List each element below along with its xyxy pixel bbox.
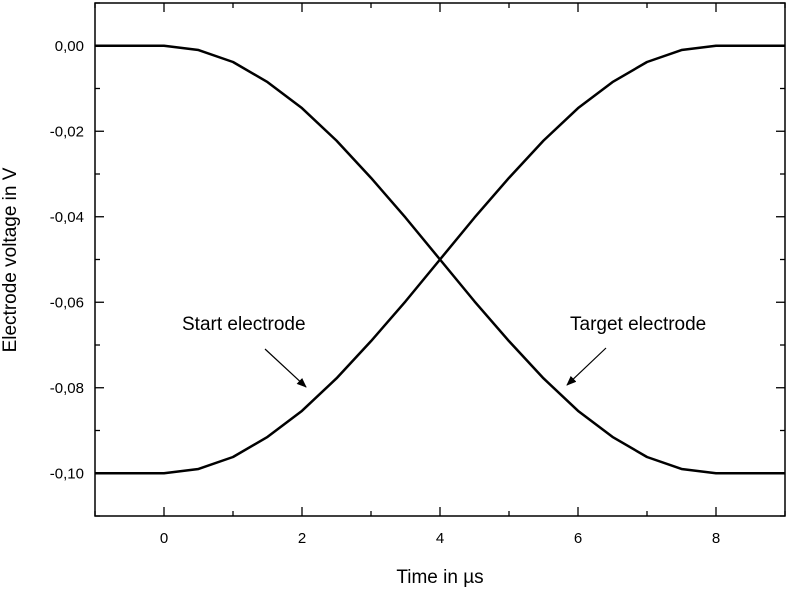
annotation-arrow-target [566,347,607,386]
x-tick-label: 6 [574,530,582,547]
x-axis-ticks: 0 2 4 6 8 [94,3,786,547]
series-layer [95,44,785,475]
y-axis-ticks: 0,00 -0,02 -0,04 -0,06 -0,08 -0,10 [50,2,785,517]
x-tick-label: 4 [436,530,444,547]
series-line-1 [95,44,785,475]
annotation-target-electrode: Target electrode [570,314,706,335]
y-tick-label: -0,08 [50,380,84,397]
y-tick-label: -0,02 [50,123,84,140]
annotation-arrow-start [264,348,307,388]
y-tick-label: -0,10 [50,465,84,482]
x-tick-label: 8 [712,530,720,547]
y-tick-label: 0,00 [55,38,84,55]
x-tick-label: 0 [160,530,168,547]
annotation-start-electrode: Start electrode [182,314,306,335]
x-tick-label: 2 [298,530,306,547]
x-axis-title: Time in µs [396,567,483,588]
y-axis-title: Electrode voltage in V [0,167,21,352]
y-tick-label: -0,04 [50,209,84,226]
y-tick-label: -0,06 [50,294,84,311]
